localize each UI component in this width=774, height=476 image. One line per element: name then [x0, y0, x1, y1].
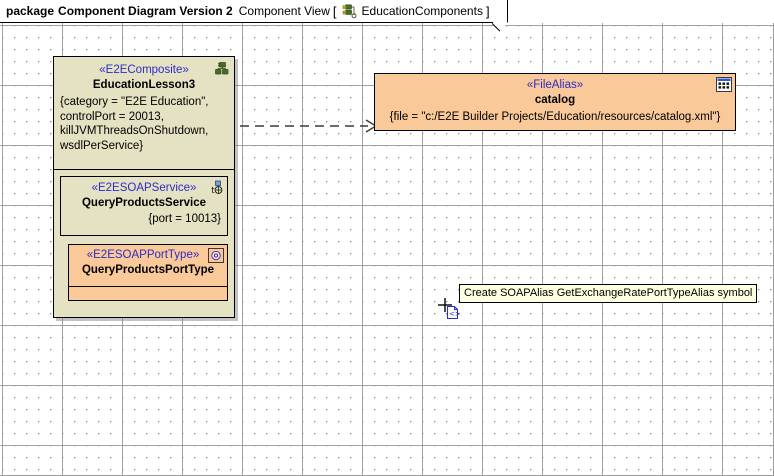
- svg-text:<>: <>: [449, 310, 461, 318]
- port-type-stereotype: «E2ESOAPPortType»: [75, 248, 221, 262]
- diagram-name: EducationComponents: [362, 4, 483, 18]
- package-name: Component Diagram Version 2: [58, 4, 233, 18]
- soap-service-icon: t: [208, 180, 224, 195]
- composite-properties: {category = "E2E Education", controlPort…: [60, 95, 228, 153]
- composite-header-compartment: «E2EComposite» EducationLesson3 {categor…: [54, 57, 234, 169]
- composite-stereotype: «E2EComposite»: [60, 63, 228, 77]
- file-alias-compartment: «FileAlias» catalog {file = "c:/E2E Buil…: [375, 74, 735, 130]
- file-alias-icon: [716, 77, 732, 92]
- bracket-open: [: [333, 4, 337, 19]
- soap-service-properties: {port = 10013}: [67, 212, 221, 227]
- component-diagram-icon: [342, 4, 358, 19]
- node-e2esoapporttype-queryproductsporttype[interactable]: «E2ESOAPPortType» QueryProductsPortType: [68, 244, 228, 301]
- drawing-surface[interactable]: «E2EComposite» EducationLesson3 {categor…: [0, 23, 774, 476]
- port-type-icon: [208, 248, 224, 263]
- package-frame-header: package Component Diagram Version 2 Comp…: [0, 0, 508, 23]
- view-label: Component View: [239, 4, 330, 18]
- port-type-empty-compartment: [69, 286, 227, 300]
- soap-service-stereotype: «E2ESOAPService»: [67, 181, 221, 195]
- file-alias-properties: {file = "c:/E2E Builder Projects/Educati…: [381, 110, 729, 125]
- port-type-header-compartment: «E2ESOAPPortType» QueryProductsPortType: [69, 245, 227, 286]
- dependency-arrow[interactable]: [240, 118, 380, 134]
- soap-service-name: QueryProductsService: [67, 196, 221, 210]
- node-filealias-catalog[interactable]: «FileAlias» catalog {file = "c:/E2E Buil…: [374, 73, 736, 131]
- composite-component-icon: [214, 61, 230, 76]
- tooltip: Create SOAPAlias GetExchangeRatePortType…: [459, 284, 757, 303]
- file-alias-stereotype: «FileAlias»: [381, 78, 729, 92]
- composite-name: EducationLesson3: [60, 78, 228, 92]
- node-e2esoapservice-queryproductsservice[interactable]: t «E2ESOAPService» QueryProductsService …: [60, 176, 228, 236]
- composite-body-compartment: t «E2ESOAPService» QueryProductsService …: [54, 169, 234, 318]
- soap-service-compartment: t «E2ESOAPService» QueryProductsService …: [61, 177, 227, 235]
- tooltip-text: Create SOAPAlias GetExchangeRatePortType…: [464, 287, 752, 299]
- bracket-close: ]: [486, 4, 490, 19]
- package-keyword: package: [6, 4, 54, 18]
- port-type-name: QueryProductsPortType: [75, 263, 221, 277]
- node-e2ecomposite-educationlesson3[interactable]: «E2EComposite» EducationLesson3 {categor…: [53, 56, 235, 318]
- file-alias-name: catalog: [381, 93, 729, 107]
